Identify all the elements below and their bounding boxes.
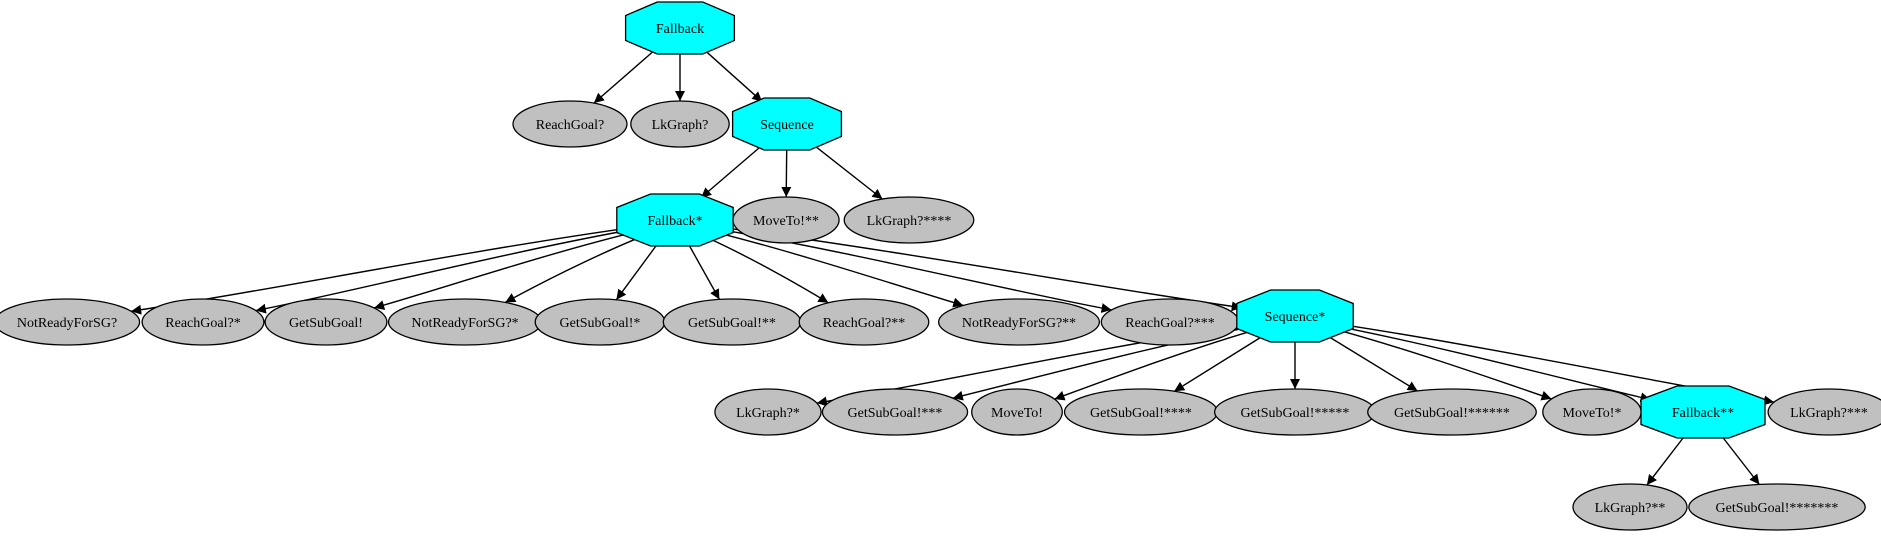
edge-fallback-to-sequence — [704, 49, 763, 103]
leaf-node-ellipse — [971, 388, 1063, 436]
edge-fallback_s-to-getsubgoal_s — [615, 243, 658, 301]
node-label: Fallback — [656, 22, 704, 37]
control-node-octagon — [1640, 385, 1766, 439]
node-label: ReachGoal? — [536, 118, 604, 133]
leaf-node-ellipse — [0, 298, 141, 346]
node-reachgoal-2s: ReachGoal?** — [798, 298, 930, 346]
node-label: NotReadyForSG? — [17, 316, 117, 331]
leaf-node-ellipse — [264, 298, 388, 346]
node-label: Sequence — [760, 118, 814, 133]
node-label: Sequence* — [1265, 310, 1326, 325]
leaf-node-ellipse — [714, 388, 822, 436]
edge-sequence-to-fallback_s — [700, 145, 762, 199]
node-getsubgoal-4s: GetSubGoal!**** — [1063, 388, 1219, 436]
node-sequence: Sequence — [731, 97, 843, 151]
leaf-node-ellipse — [821, 388, 969, 436]
node-getsubgoal-6s: GetSubGoal!****** — [1367, 388, 1537, 436]
node-label: MoveTo! — [991, 406, 1043, 421]
node-label: GetSubGoal!** — [688, 316, 776, 331]
leaf-node-ellipse — [1767, 388, 1881, 436]
node-fallback-s: Fallback* — [616, 193, 734, 247]
node-getsubgoal: GetSubGoal! — [264, 298, 388, 346]
leaf-node-ellipse — [798, 298, 930, 346]
node-lkgraph-2s: LkGraph?** — [1572, 483, 1688, 531]
edge-fallback_2s-to-lkgraph_2s — [1646, 435, 1686, 486]
leaf-node-ellipse — [732, 196, 840, 244]
leaf-node-ellipse — [1688, 483, 1866, 531]
node-notready-s: NotReadyForSG?* — [387, 298, 543, 346]
node-label: ReachGoal?*** — [1125, 316, 1214, 331]
node-label: GetSubGoal! — [289, 316, 363, 331]
node-moveto-ss: MoveTo!** — [732, 196, 840, 244]
node-label: GetSubGoal!* — [560, 316, 641, 331]
node-getsubgoal-3s: GetSubGoal!*** — [821, 388, 969, 436]
leaf-node-ellipse — [1367, 388, 1537, 436]
node-getsubgoal-2s: GetSubGoal!** — [662, 298, 802, 346]
node-lkgraph-s: LkGraph?* — [714, 388, 822, 436]
leaf-node-ellipse — [512, 100, 628, 148]
node-label: MoveTo!* — [1563, 406, 1622, 421]
node-fallback: Fallback — [624, 1, 736, 55]
node-label: MoveTo!** — [753, 214, 819, 229]
node-label: LkGraph?*** — [1790, 406, 1868, 421]
edge-sequence_s-to-getsubgoal_6s — [1327, 335, 1418, 392]
node-label: NotReadyForSG?** — [962, 316, 1076, 331]
edge-fallback_s-to-notready_s — [504, 237, 638, 304]
node-moveto: MoveTo! — [971, 388, 1063, 436]
node-label: GetSubGoal!***** — [1241, 406, 1350, 421]
edges-layer — [131, 49, 1775, 486]
node-label: GetSubGoal!****** — [1394, 406, 1510, 421]
node-reachgoal-s: ReachGoal?* — [141, 298, 265, 346]
edge-sequence-to-lkgraph_4s — [813, 145, 883, 200]
edge-fallback_s-to-reachgoal_2s — [710, 238, 829, 304]
node-lkgraph-3s: LkGraph?*** — [1767, 388, 1881, 436]
leaf-node-ellipse — [141, 298, 265, 346]
node-notready-q: NotReadyForSG? — [0, 298, 141, 346]
node-label: LkGraph?**** — [867, 214, 952, 229]
node-label: LkGraph? — [652, 118, 709, 133]
node-sequence-s: Sequence* — [1236, 289, 1354, 343]
node-label: LkGraph?* — [736, 406, 800, 421]
leaf-node-ellipse — [1572, 483, 1688, 531]
node-label: GetSubGoal!*** — [848, 406, 943, 421]
control-node-octagon — [624, 1, 736, 55]
node-reachgoal-q: ReachGoal? — [512, 100, 628, 148]
node-label: GetSubGoal!**** — [1090, 406, 1192, 421]
node-lkgraph-4s: LkGraph?**** — [843, 196, 975, 244]
edge-fallback_s-to-getsubgoal_2s — [688, 244, 721, 300]
node-getsubgoal-s: GetSubGoal!* — [534, 298, 666, 346]
edge-fallback-to-reachgoal_q — [593, 49, 656, 104]
edge-sequence_s-to-moveto — [1054, 330, 1251, 401]
node-lkgraph-q: LkGraph? — [630, 100, 730, 148]
edge-sequence_s-to-fallback_2s — [1344, 327, 1651, 403]
node-label: NotReadyForSG?* — [411, 316, 518, 331]
node-getsubgoal-5s: GetSubGoal!***** — [1213, 388, 1377, 436]
node-label: ReachGoal?* — [165, 316, 240, 331]
node-label: LkGraph?** — [1595, 501, 1666, 516]
edge-fallback_s-to-getsubgoal — [374, 233, 628, 310]
leaf-node-ellipse — [937, 298, 1101, 346]
node-fallback-2s: Fallback** — [1640, 385, 1766, 439]
edge-sequence_s-to-getsubgoal_4s — [1173, 335, 1263, 392]
node-label: ReachGoal?** — [823, 316, 905, 331]
edge-fallback_s-to-notready_2s — [721, 233, 964, 308]
node-label: Fallback* — [647, 214, 702, 229]
node-label: Fallback** — [1672, 406, 1734, 421]
control-node-octagon — [731, 97, 843, 151]
node-getsubgoal-7s: GetSubGoal!******* — [1688, 483, 1866, 531]
node-notready-2s: NotReadyForSG?** — [937, 298, 1101, 346]
node-moveto-s: MoveTo!* — [1542, 388, 1642, 436]
control-node-octagon — [616, 193, 734, 247]
leaf-node-ellipse — [843, 196, 975, 244]
edge-sequence-to-moveto_ss — [781, 149, 792, 198]
edge-fallback_s-to-reachgoal_s — [255, 230, 625, 314]
edge-fallback_2s-to-getsubgoal_7s — [1721, 435, 1760, 485]
node-reachgoal-3s: ReachGoal?*** — [1100, 298, 1240, 346]
edge-sequence_s-to-moveto_s — [1340, 330, 1552, 401]
node-label: GetSubGoal!******* — [1716, 501, 1839, 516]
control-node-octagon — [1236, 289, 1354, 343]
leaf-node-ellipse — [630, 100, 730, 148]
